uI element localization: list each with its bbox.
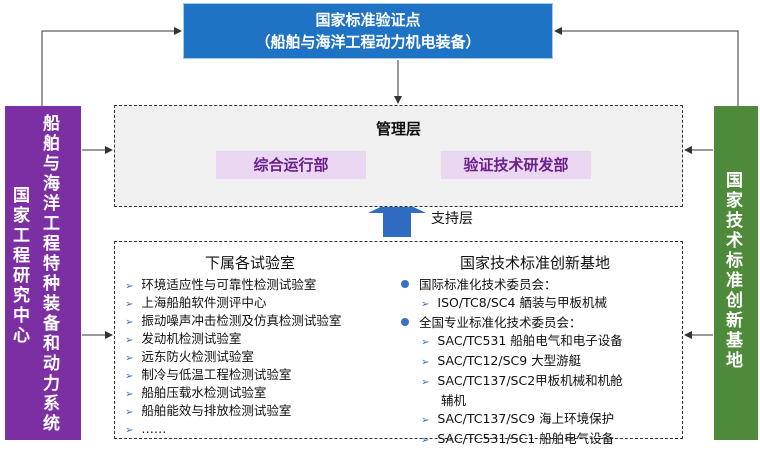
left-bar-char: 海	[43, 174, 60, 194]
left-bar-col-engineering-center: 国家工程研究中心	[13, 186, 30, 346]
standards-group-national: 全国专业标准化技术委员会：	[401, 314, 681, 332]
chevron-icon: ➢	[125, 389, 134, 400]
left-bar-char: 家	[13, 206, 30, 226]
left-bar-char: 舶	[43, 134, 60, 154]
chevron-icon: ➢	[125, 335, 134, 346]
support-layer-label: 支持层	[431, 211, 473, 227]
support-up-arrow	[368, 199, 426, 237]
management-layer-box: 管理层 综合运行部 验证技术研发部	[114, 105, 683, 207]
chevron-icon: ➢	[125, 371, 134, 382]
lab-item: ➢振动噪声冲击检测及仿真检测试验室	[125, 313, 342, 328]
group-national-label: 全国专业标准化技术委员会：	[419, 315, 582, 330]
left-bar-char: 特	[43, 254, 60, 274]
group-intl-label: 国际标准化技术委员会：	[419, 277, 557, 292]
standards-committee-item: ➢SAC/TC531 船舶电气和电子设备	[421, 333, 623, 348]
management-title: 管理层	[375, 120, 421, 138]
standards-committee-item: 辅机	[441, 393, 467, 408]
lab-item: ➢上海船舶软件测评中心	[125, 295, 267, 310]
chevron-icon: ➢	[125, 425, 134, 436]
chevron-icon: ➢	[125, 281, 134, 292]
left-bar-char: 统	[43, 414, 60, 434]
right-innovation-base-bar: 国家技术标准创新基地	[714, 106, 758, 440]
left-bar-col-marine-systems: 船舶与海洋工程特种装备和动力系统	[43, 114, 60, 434]
right-bar-char: 基	[726, 331, 743, 351]
right-bar-char: 创	[726, 291, 743, 311]
standards-title: 国家技术标准创新基地	[459, 254, 610, 272]
top-box-line2: （船舶与海洋工程动力机电装备）	[255, 33, 481, 51]
lab-item: ➢发动机检测试验室	[125, 331, 242, 346]
right-bar-char: 家	[726, 191, 743, 211]
standards-committee-item: ➢ISO/TC8/SC4 舾装与甲板机械	[421, 295, 607, 310]
dept-general-operations: 综合运行部	[216, 151, 366, 179]
lab-item: ➢船舶压载水检测试验室	[125, 385, 267, 400]
chevron-icon: ➢	[125, 353, 134, 364]
standards-group-intl: 国际标准化技术委员会：	[401, 276, 681, 294]
standards-committee-item: ➢SAC/TC137/SC2甲板机械和机舱	[421, 373, 623, 388]
left-bar-char: 系	[43, 394, 60, 414]
left-bar-char: 程	[13, 246, 30, 266]
labs-list: ➢环境适应性与可靠性检测试验室 ➢上海船舶软件测评中心 ➢振动噪声冲击检测及仿真检测…	[125, 276, 341, 438]
right-bar-text: 国家技术标准创新基地	[726, 171, 743, 371]
chevron-icon: ➢	[125, 407, 134, 418]
right-to-top-arrow	[554, 27, 739, 106]
left-bar-char: 程	[43, 234, 60, 254]
left-bar-char: 船	[43, 114, 60, 134]
lab-item: ➢远东防火检测试验室	[125, 349, 254, 364]
right-bar-char: 新	[726, 311, 743, 331]
lab-item: ➢……	[125, 421, 167, 436]
labs-title: 下属各试验室	[204, 254, 295, 272]
left-bar-char: 研	[13, 266, 30, 286]
left-bar-char: 装	[43, 294, 60, 314]
top-box-line1: 国家标准验证点	[315, 11, 421, 29]
left-bar-char: 心	[13, 326, 30, 346]
left-bar-char: 工	[43, 214, 60, 234]
left-bar-char: 工	[13, 226, 30, 246]
right-bar-char: 国	[726, 171, 743, 191]
chevron-icon: ➢	[421, 337, 430, 348]
left-bar-char: 种	[43, 274, 60, 294]
left-bar-char: 与	[43, 154, 60, 174]
lab-item: ➢船舶能效与排放检测试验室	[125, 403, 292, 418]
national-verification-point-box: 国家标准验证点 （船舶与海洋工程动力机电装备）	[183, 3, 553, 59]
left-bar-char: 和	[43, 334, 60, 354]
standards-committee-item: ➢SAC/TC531/SC1 船舶电气设备	[421, 431, 615, 446]
standards-committee-item: ➢SAC/TC137/SC9 海上环境保护	[421, 411, 615, 426]
right-bar-char: 准	[726, 271, 743, 291]
chevron-icon: ➢	[125, 317, 134, 328]
chevron-icon: ➢	[421, 435, 430, 446]
left-bar-char: 洋	[43, 194, 60, 214]
left-bar-char: 国	[13, 186, 30, 206]
chevron-icon: ➢	[421, 377, 430, 388]
connector-lines	[41, 27, 739, 339]
right-bar-char: 地	[726, 351, 743, 371]
right-bar-char: 标	[726, 251, 743, 271]
chevron-icon: ➢	[421, 299, 430, 310]
right-bar-char: 术	[726, 231, 743, 251]
left-bar-char: 动	[43, 354, 60, 374]
dept-verification-rd: 验证技术研发部	[441, 151, 591, 179]
left-bar-char: 备	[43, 314, 60, 334]
chevron-icon: ➢	[421, 357, 430, 368]
chevron-icon: ➢	[125, 299, 134, 310]
left-to-top-arrow	[41, 27, 182, 106]
left-research-center-bar: 国家工程研究中心 船舶与海洋工程特种装备和动力系统	[5, 106, 81, 440]
standards-list: 国际标准化技术委员会： ➢ISO/TC8/SC4 舾装与甲板机械 全国专业标准化…	[401, 276, 681, 450]
lab-item: ➢环境适应性与可靠性检测试验室	[125, 277, 317, 292]
left-bar-char: 力	[43, 374, 60, 394]
lab-item: ➢制冷与低温工程检测试验室	[125, 367, 292, 382]
standards-committee-item: ➢SAC/TC12/SC9 大型游艇	[421, 353, 582, 368]
support-layer-box: 下属各试验室 ➢环境适应性与可靠性检测试验室 ➢上海船舶软件测评中心 ➢振动噪声冲击…	[114, 241, 683, 446]
left-bar-char: 究	[13, 286, 30, 306]
left-bar-char: 中	[13, 306, 30, 326]
right-bar-char: 技	[726, 211, 743, 231]
chevron-icon: ➢	[421, 415, 430, 426]
